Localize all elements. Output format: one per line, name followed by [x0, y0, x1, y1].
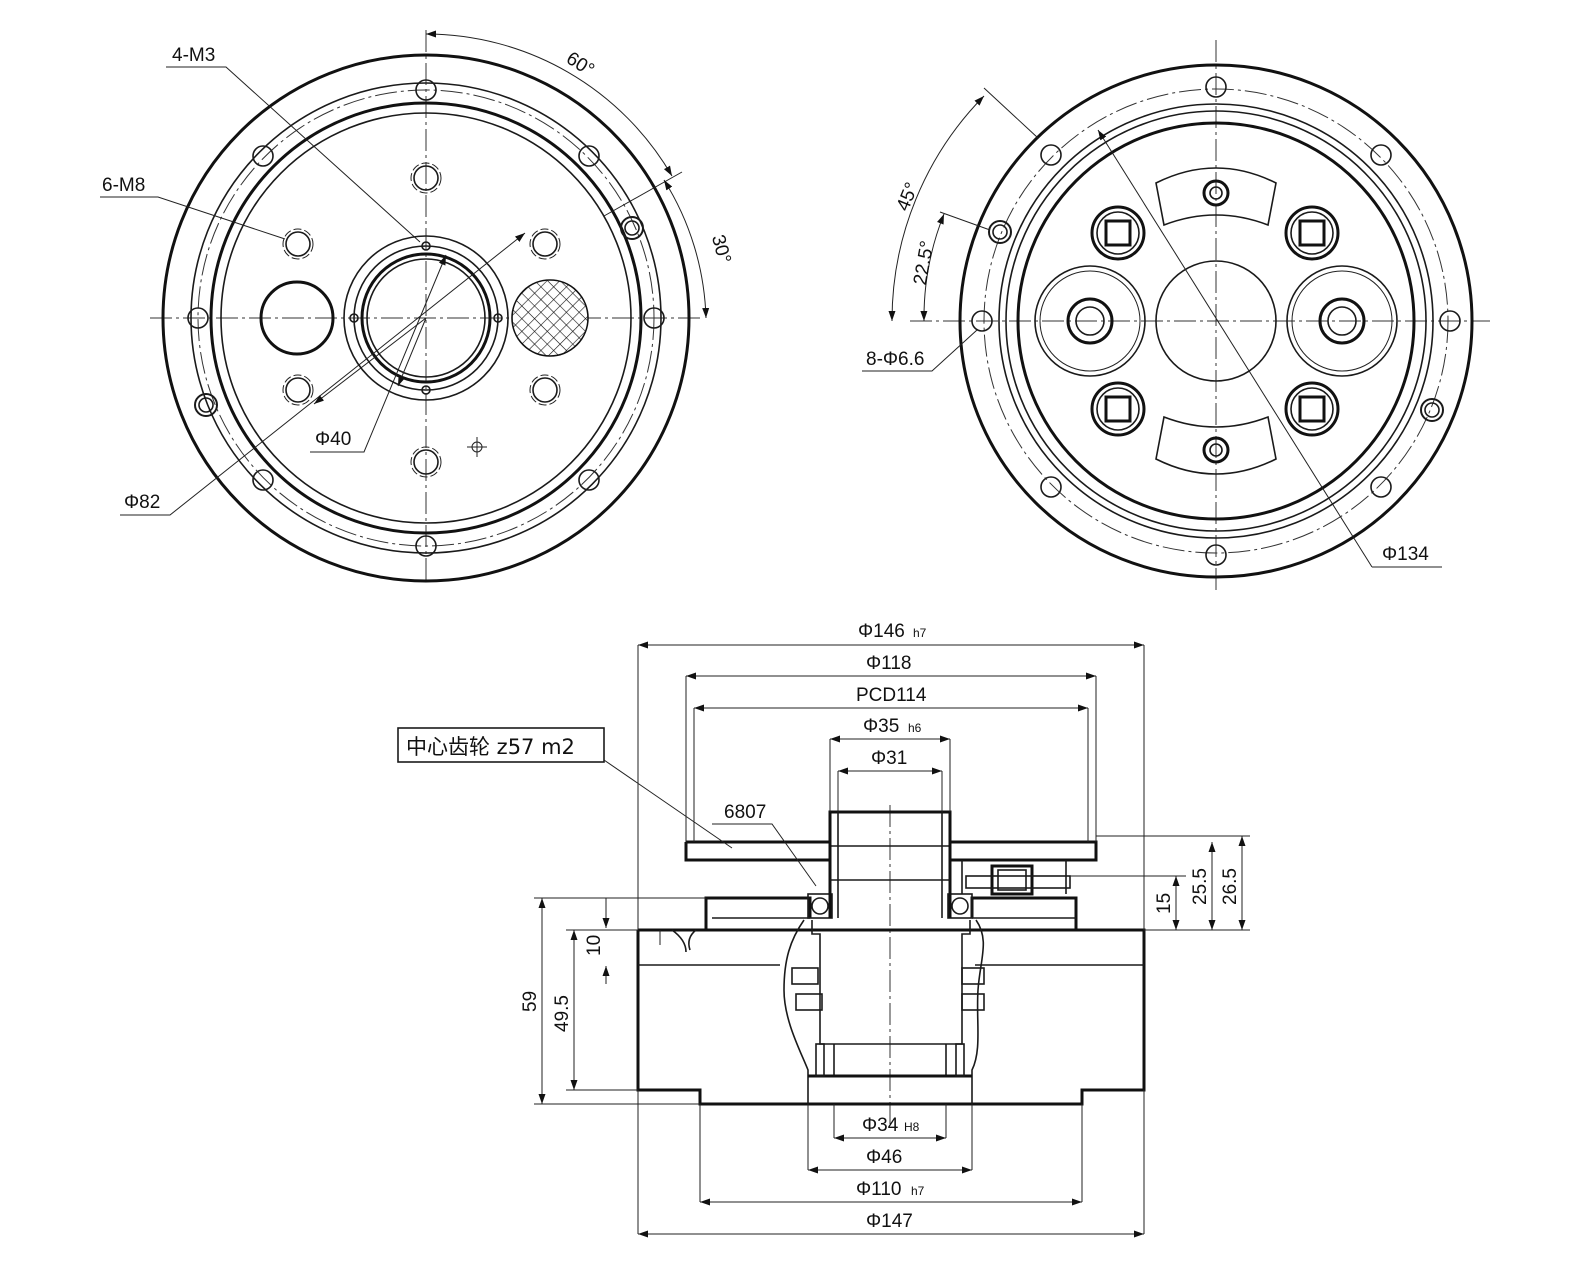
section-right-dimensions: 15 25.5 26.5 [1070, 835, 1250, 931]
dim-d118-label: Φ118 [866, 653, 911, 674]
dim-d46-label: Φ46 [866, 1147, 902, 1168]
section-view: 中心齿轮 z57 m2 6807 Φ146 h7 Φ118 PCD114 Φ35… [397, 621, 1250, 1238]
section-top-dimensions: Φ146 h7 Φ118 PCD114 Φ35 h6 Φ31 [637, 621, 1145, 930]
bearing-left [811, 897, 829, 915]
dim-h49-5-label: 49.5 [552, 995, 573, 1032]
dim-h15-label: 15 [1154, 893, 1175, 914]
rear-outer-rim [958, 63, 1474, 579]
section-sun-gear-plate [684, 840, 832, 862]
dim-h25-5-label: 25.5 [1190, 868, 1211, 905]
dim-d34-tol: H8 [904, 1120, 920, 1134]
dim-d35-tol: h6 [908, 721, 922, 735]
front-m8-holes [282, 162, 561, 478]
section-housing [636, 928, 1146, 1106]
section-callout-text: 中心齿轮 z57 m2 [406, 735, 575, 759]
rear-holes-label: 8-Φ6.6 [866, 349, 924, 370]
front-30-angle-label: 30° [707, 233, 735, 266]
section-callout-box [397, 727, 605, 763]
front-hub-outer [343, 235, 509, 401]
rear-45-angle-arc [888, 95, 985, 322]
front-view: 4-M3 6-M8 60° 30° Φ40 Φ82 [100, 30, 735, 583]
front-right-hatched-boss [511, 279, 589, 357]
rear-22-5-angle-label: 22.5° [910, 239, 938, 287]
section-bottom-dimensions: Φ34 H8 Φ46 Φ110 h7 Φ147 [637, 1090, 1145, 1238]
dim-h10-label: 10 [584, 935, 605, 956]
section-left-dimensions: 59 49.5 10 [520, 897, 706, 1105]
bearing-right [951, 897, 969, 915]
rear-view: 45° 22.5° 8-Φ6.6 Φ134 [862, 40, 1490, 590]
dim-d31-label: Φ31 [871, 748, 907, 769]
front-m8-label: 6-M8 [102, 175, 145, 196]
front-m3-label: 4-M3 [172, 45, 215, 66]
section-break-left [783, 919, 809, 1104]
dim-h26-5-label: 26.5 [1220, 868, 1241, 905]
section-shaft [828, 810, 952, 918]
rear-top-slot [1155, 167, 1277, 227]
front-left-pocket [259, 280, 335, 356]
rear-45-angle-label: 45° [893, 180, 923, 215]
dim-d110-label: Φ110 [856, 1179, 901, 1200]
dim-h59-label: 59 [520, 991, 541, 1012]
front-60-angle-label: 60° [562, 48, 597, 81]
dim-d146-tol: h7 [913, 626, 927, 640]
front-d40-label: Φ40 [315, 429, 351, 450]
front-60-angle-arc [425, 30, 673, 177]
dim-pcd114-label: PCD114 [856, 685, 927, 706]
dim-d110-tol: h7 [911, 1184, 925, 1198]
dim-d146-label: Φ146 [858, 621, 905, 642]
rear-bottom-slot [1155, 415, 1277, 475]
rear-d134-label: Φ134 [1382, 544, 1429, 565]
section-break-right [971, 919, 985, 1104]
dim-d34-label: Φ34 [862, 1115, 899, 1136]
front-d82-label: Φ82 [124, 492, 160, 513]
rear-hex-bolts [1090, 205, 1340, 437]
dim-d35-label: Φ35 [863, 716, 899, 737]
dim-d147-label: Φ147 [866, 1211, 913, 1232]
front-m3-leader [166, 66, 421, 243]
section-bearing-label: 6807 [724, 802, 766, 823]
rear-planet-gears [1034, 265, 1398, 377]
